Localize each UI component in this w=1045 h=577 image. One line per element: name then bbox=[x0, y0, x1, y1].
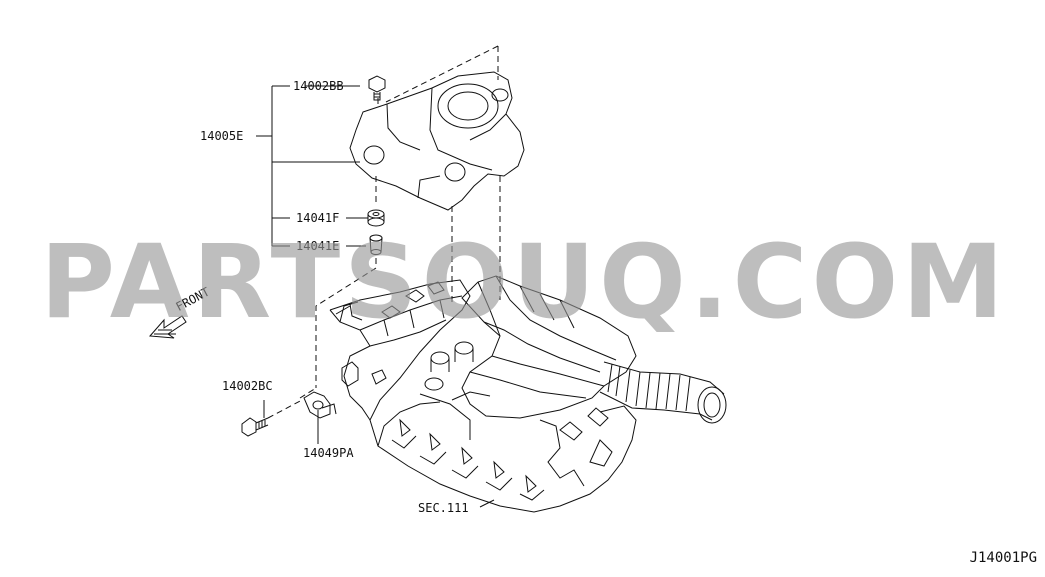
collar-part[interactable] bbox=[369, 234, 383, 255]
dashed-alignment-lines bbox=[267, 45, 501, 419]
front-arrow-icon bbox=[148, 315, 187, 339]
bolt-side-part[interactable] bbox=[241, 417, 269, 437]
label-14041F[interactable]: 14041F bbox=[296, 211, 340, 225]
diagram-code: J14001PG bbox=[969, 550, 1037, 566]
callout-lines bbox=[256, 85, 495, 508]
label-14002BC[interactable]: 14002BC bbox=[222, 379, 273, 393]
bracket-part[interactable] bbox=[303, 391, 337, 419]
label-14002BB[interactable]: 14002BB bbox=[293, 79, 344, 93]
label-14041E[interactable]: 14041E bbox=[296, 239, 340, 253]
label-14049PA[interactable]: 14049PA bbox=[303, 446, 354, 460]
label-14005E[interactable]: 14005E bbox=[200, 129, 244, 143]
engine-assembly bbox=[329, 275, 727, 513]
engine-cover-part[interactable] bbox=[349, 71, 525, 211]
label-sec-111[interactable]: SEC.111 bbox=[418, 501, 469, 515]
insulator-part[interactable] bbox=[367, 209, 385, 227]
bolt-top-part[interactable] bbox=[368, 75, 386, 101]
